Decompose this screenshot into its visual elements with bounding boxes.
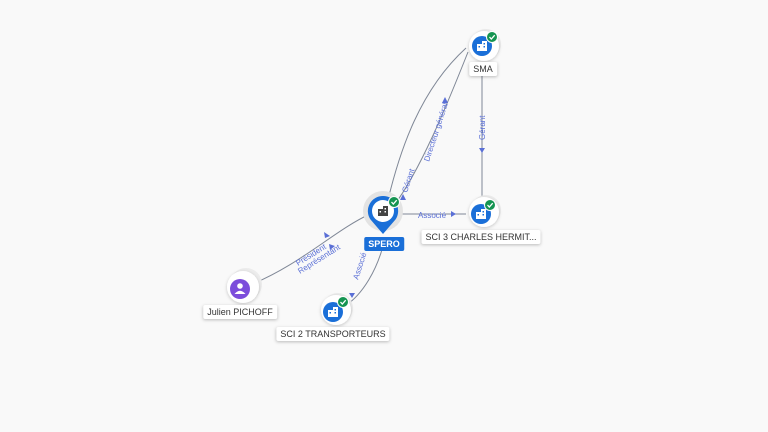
arrow-julien-representant xyxy=(329,244,335,250)
edge-sma-spero-directeur[interactable] xyxy=(394,51,469,205)
arrow-gerant-spero xyxy=(400,194,406,200)
arrow-sma-sci3 xyxy=(479,148,485,153)
node-label-sma[interactable]: SMA xyxy=(469,62,497,76)
node-label-julien[interactable]: Julien PICHOFF xyxy=(203,305,277,319)
edge-sma-spero-gerant[interactable] xyxy=(387,47,467,201)
edge-julien-spero[interactable] xyxy=(249,213,371,286)
node-label-sci2[interactable]: SCI 2 TRANSPORTEURS xyxy=(276,327,390,341)
node-julien[interactable] xyxy=(227,268,262,303)
arrow-spero-sci2 xyxy=(349,293,355,298)
node-sci3[interactable] xyxy=(469,195,501,227)
edge-label-gerant-spero: Gérant xyxy=(400,167,416,194)
building-icon xyxy=(476,209,486,219)
node-label-sci3[interactable]: SCI 3 CHARLES HERMIT... xyxy=(421,230,541,244)
edge-label-gerant-sci3: Gérant xyxy=(478,115,487,140)
building-icon xyxy=(378,206,388,216)
building-icon xyxy=(477,41,487,51)
verified-check-icon xyxy=(486,31,498,43)
arrow-spero-sci3 xyxy=(451,211,456,217)
node-sma[interactable] xyxy=(469,29,501,61)
building-icon xyxy=(328,307,338,317)
arrow-directeur xyxy=(442,97,448,103)
node-sci2[interactable] xyxy=(321,293,353,325)
node-label-spero[interactable]: SPERO xyxy=(364,237,404,251)
verified-check-icon xyxy=(388,196,400,208)
arrow-julien-president xyxy=(324,232,330,238)
node-spero[interactable] xyxy=(363,191,403,234)
edge-label-associe-sci3: Associé xyxy=(418,211,447,220)
edge-label-directeur: Directeur général xyxy=(422,101,450,162)
verified-check-icon xyxy=(337,296,349,308)
verified-check-icon xyxy=(484,199,496,211)
edge-label-associe-sci2: Associé xyxy=(351,251,368,281)
person-icon xyxy=(234,283,246,294)
